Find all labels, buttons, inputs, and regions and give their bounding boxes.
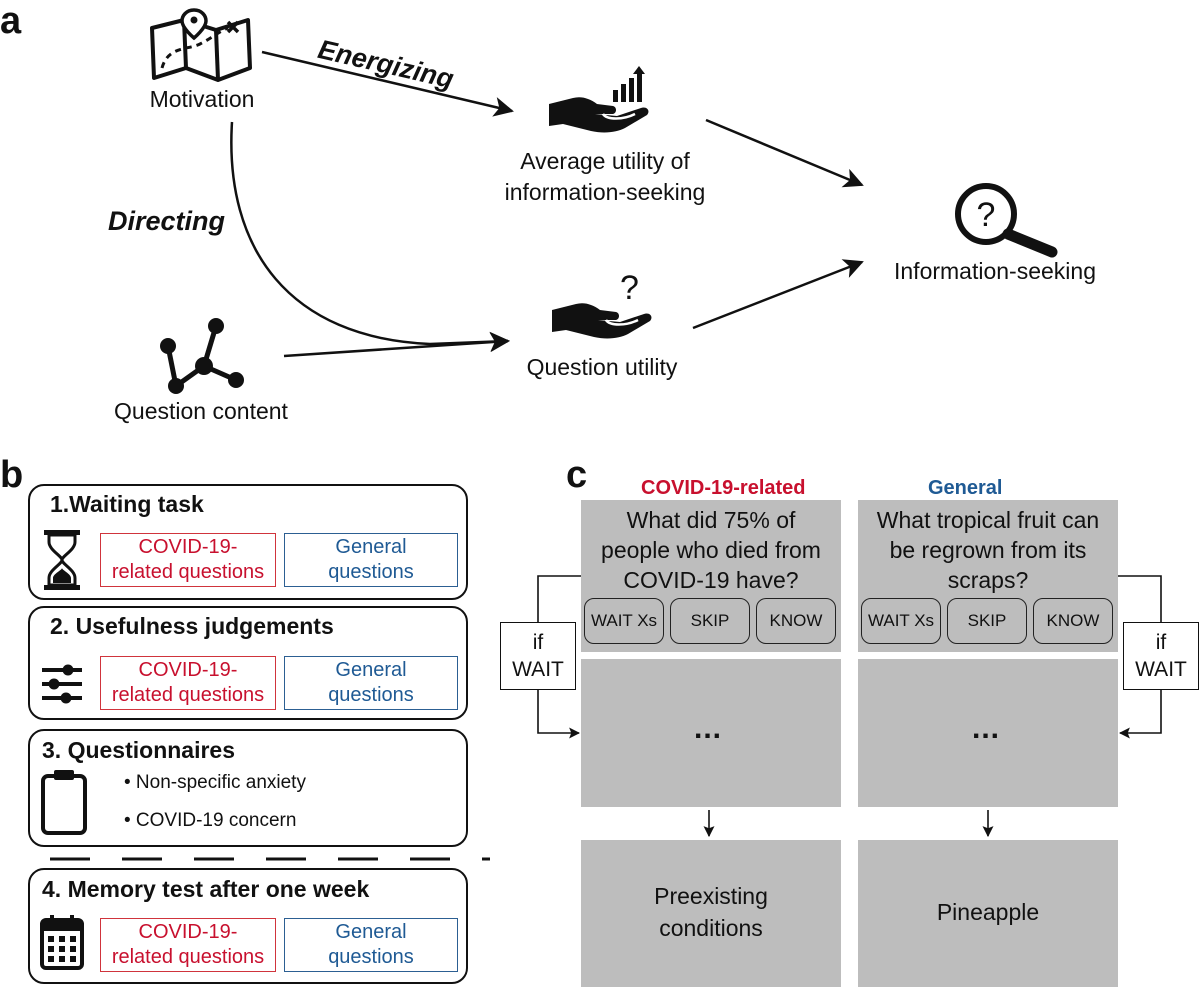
arrow-directing xyxy=(230,121,510,352)
question-content-label: Question content xyxy=(114,398,288,424)
panel-a-letter: a xyxy=(0,0,22,42)
average-utility-label-line1: Average utility of xyxy=(520,148,690,174)
motivation-label: Motivation xyxy=(149,86,255,112)
arrow-qutil-to-info xyxy=(692,259,864,330)
wait-button[interactable]: WAIT Xs xyxy=(861,598,941,644)
covid-question-text: What did 75% of people who died from COV… xyxy=(601,507,821,593)
information-seeking-label: Information-seeking xyxy=(894,258,1096,284)
covid-waiting-screen xyxy=(581,659,841,807)
timeline-separator xyxy=(50,857,490,861)
general-waiting-screen xyxy=(858,659,1118,807)
hand-growth-icon xyxy=(549,66,649,133)
skip-button[interactable]: SKIP xyxy=(947,598,1027,644)
hourglass-icon xyxy=(44,530,80,590)
step-questionnaires xyxy=(28,729,468,847)
know-button[interactable]: KNOW xyxy=(1033,598,1113,644)
magnifier-question-icon: ? xyxy=(955,183,1058,258)
step-title: 2. Usefulness judgements xyxy=(50,613,334,639)
arrow-avg-to-info xyxy=(705,118,864,188)
general-answer-screen xyxy=(858,840,1118,987)
step-usefulness-judgements xyxy=(28,606,468,720)
general-column-header: General xyxy=(928,477,1003,499)
general-waiting-dots: ... xyxy=(972,712,1001,745)
wait-button[interactable]: WAIT Xs xyxy=(584,598,664,644)
covid-answer-text: Preexisting conditions xyxy=(654,883,768,941)
sliders-icon xyxy=(42,664,82,704)
question-mark-glyph: ? xyxy=(620,269,639,307)
step-title: 4. Memory test after one week xyxy=(42,876,370,902)
step-title: 1.Waiting task xyxy=(50,491,204,517)
map-icon xyxy=(150,8,252,82)
step-title: 3. Questionnaires xyxy=(42,737,236,763)
general-answer-text: Pineapple xyxy=(936,899,1040,925)
covid-waiting-dots: ... xyxy=(694,712,723,745)
covid-answer-screen xyxy=(581,840,841,987)
step-waiting-task xyxy=(28,484,468,600)
question-utility-label: Question utility xyxy=(526,354,678,380)
clipboard-icon xyxy=(41,770,87,835)
know-button[interactable]: KNOW xyxy=(756,598,836,644)
hand-question-icon xyxy=(552,303,652,339)
covid-questions-box: COVID-19-related questions xyxy=(100,656,276,710)
covid-column-header: COVID-19-related xyxy=(641,477,806,499)
questionnaire-item: • Non-specific anxiety xyxy=(124,772,306,793)
calendar-icon xyxy=(40,915,84,970)
covid-questions-box: COVID-19-related questions xyxy=(100,533,276,587)
network-icon xyxy=(160,318,244,394)
average-utility-label-line2: information-seeking xyxy=(504,179,706,205)
directing-label: Directing xyxy=(108,206,226,236)
covid-questions-box: COVID-19-related questions xyxy=(100,918,276,972)
questionnaire-item: • COVID-19 concern xyxy=(124,810,297,831)
arrow-content-to-qutil xyxy=(283,332,510,358)
panel-c-letter: c xyxy=(566,454,588,496)
step-memory-test xyxy=(28,868,468,984)
arrow-energizing xyxy=(261,50,514,117)
general-question-text: What tropical fruit can be regrown from … xyxy=(876,507,1100,593)
panel-b-letter: b xyxy=(0,454,24,496)
skip-button[interactable]: SKIP xyxy=(670,598,750,644)
svg-text:?: ? xyxy=(977,196,996,234)
